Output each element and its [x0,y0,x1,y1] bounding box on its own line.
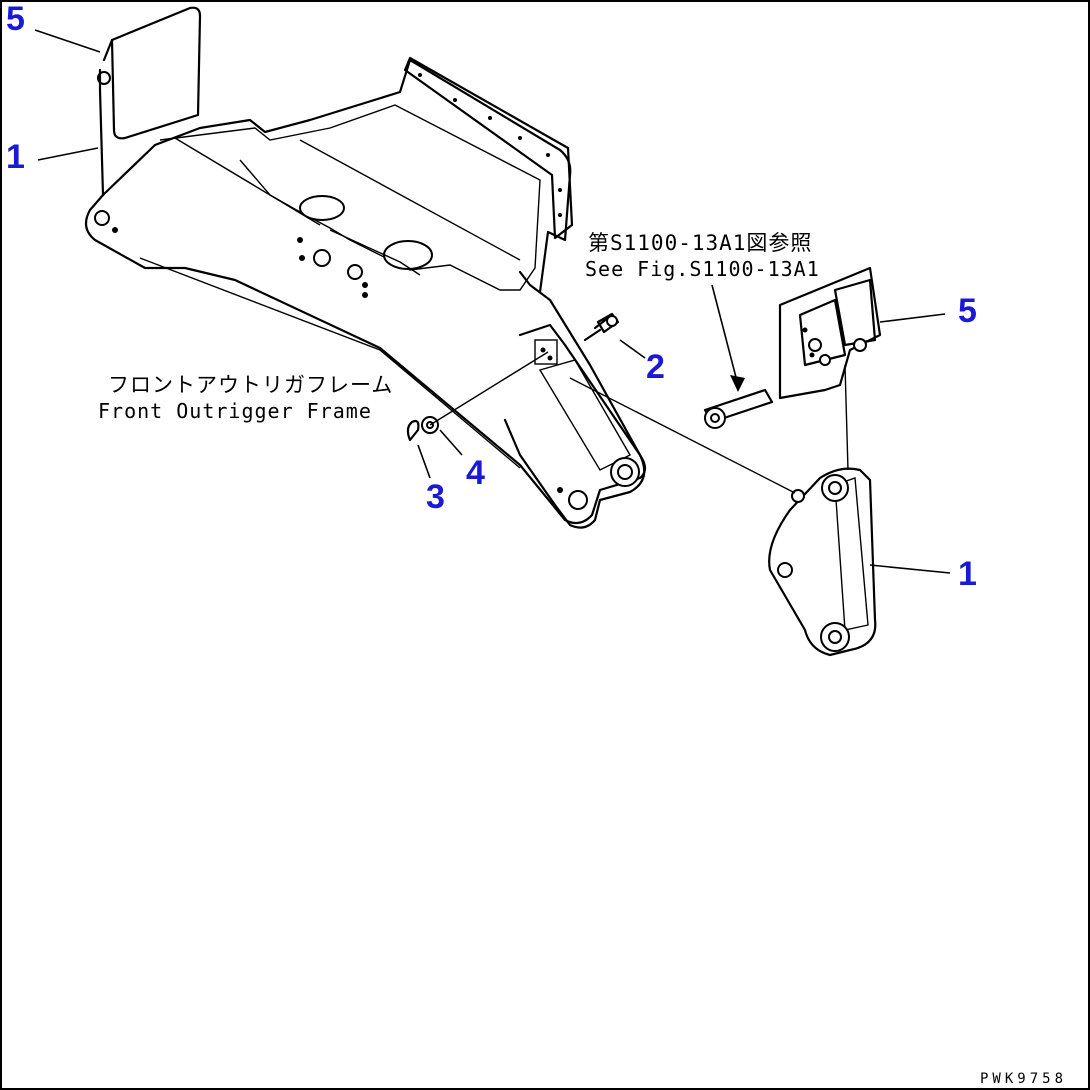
cotter-pin-part-3 [406,419,420,442]
drawing-code: PWK9758 [980,1071,1067,1087]
bolt-part-2 [583,312,620,342]
callout-4-washer: 4 [466,454,485,492]
reference-label-jp: 第S1100-13A1図参照 [588,231,812,255]
callout-5-top-left: 5 [6,0,25,38]
link-part-1 [768,467,877,657]
callout-1-left: 1 [6,138,25,176]
callout-5-right: 5 [958,292,977,330]
pin-reference [703,388,774,429]
bracket-part-5 [778,266,882,400]
callout-2-bolt: 2 [646,348,665,386]
frame-label-en: Front Outrigger Frame [98,399,372,423]
frame-label-jp: フロントアウトリガフレーム [108,373,393,397]
callout-1-right: 1 [958,555,977,593]
callout-3-pin: 3 [426,478,445,516]
front-outrigger-frame [84,6,647,529]
reference-label-en: See Fig.S1100-13A1 [585,257,820,281]
leader-lines [34,29,951,574]
